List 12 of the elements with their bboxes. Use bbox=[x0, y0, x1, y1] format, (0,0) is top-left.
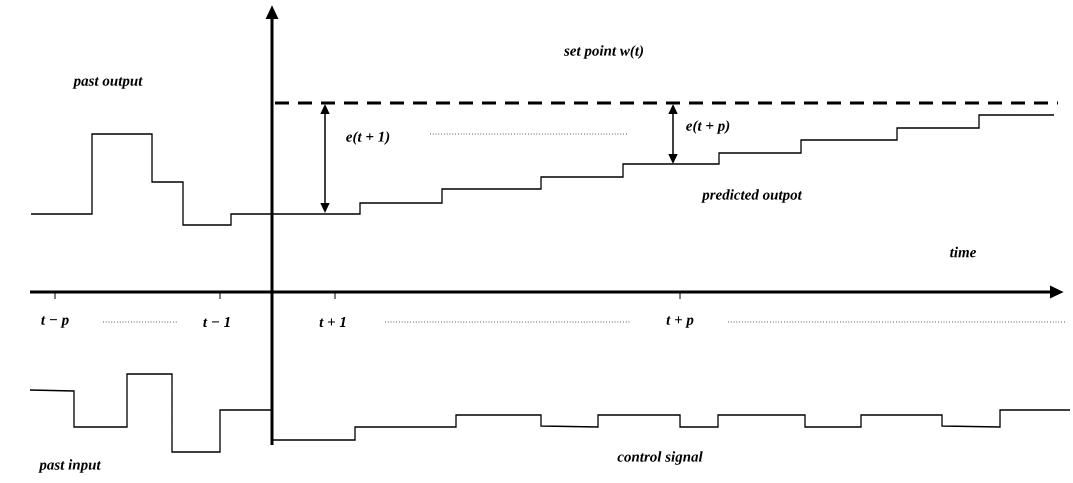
tick-label: t − 1 bbox=[203, 317, 230, 327]
curve-label: predicted outpot bbox=[701, 189, 803, 203]
error-label: e(t + 1) bbox=[346, 131, 390, 145]
tick-label: t − p bbox=[41, 316, 69, 328]
axis-label: time bbox=[950, 246, 976, 258]
curve-label: past input bbox=[38, 459, 101, 473]
tick-label: t + p bbox=[666, 316, 694, 328]
error-label: e(t + p) bbox=[686, 120, 730, 134]
curve-label: past output bbox=[72, 77, 143, 89]
curve-label: control signal bbox=[617, 451, 703, 465]
curve-label: set point w(t) bbox=[563, 45, 644, 59]
tick-label: t + 1 bbox=[319, 317, 346, 327]
